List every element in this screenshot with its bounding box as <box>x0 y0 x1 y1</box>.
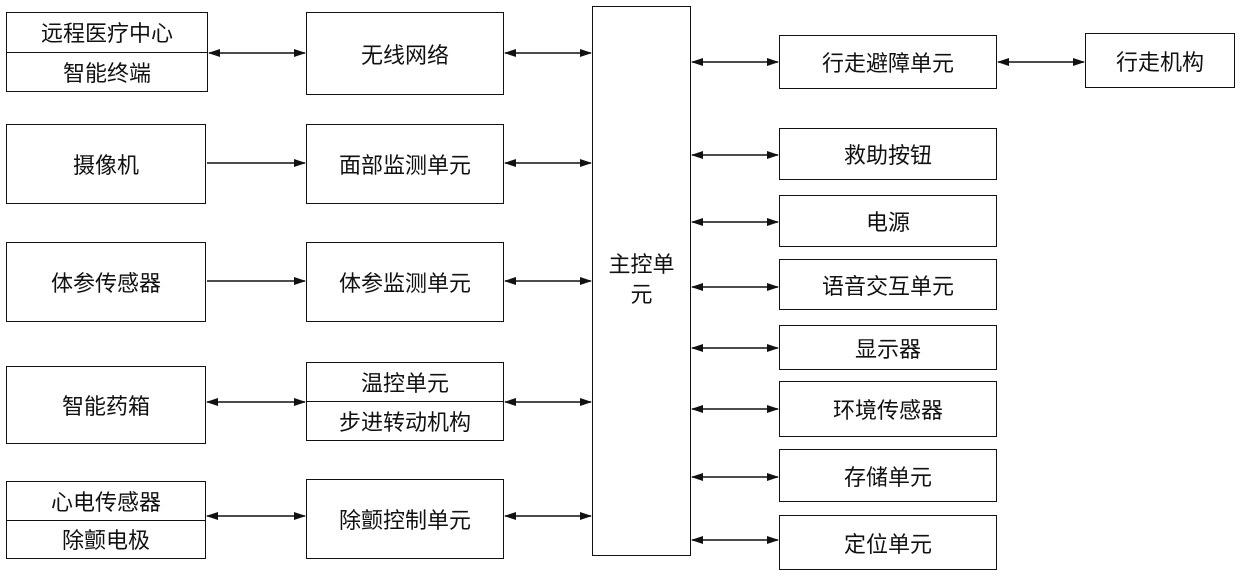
medicine-box-label: 智能药箱 <box>62 389 150 421</box>
main-control-line1: 主控单 <box>608 251 674 281</box>
face-monitor-box: 面部监测单元 <box>306 124 504 204</box>
env-sensor-label: 环境传感器 <box>833 393 943 425</box>
env-sensor-box: 环境传感器 <box>779 381 997 437</box>
temp-control-label: 温控单元 <box>307 363 503 401</box>
defib-control-label: 除颤控制单元 <box>339 503 471 535</box>
smart-terminal-label: 智能终端 <box>7 52 207 92</box>
walk-avoid-label: 行走避障单元 <box>822 46 954 78</box>
display-box: 显示器 <box>779 325 997 370</box>
temp-stepper-box: 温控单元 步进转动机构 <box>306 362 504 441</box>
main-control-label: 主控单 元 <box>608 251 674 311</box>
ecg-defib-box: 心电传感器 除颤电极 <box>6 481 206 559</box>
walk-avoid-box: 行走避障单元 <box>779 35 997 89</box>
help-button-box: 救助按钮 <box>779 128 997 180</box>
camera-box: 摄像机 <box>6 124 206 204</box>
defib-electrode-label: 除颤电极 <box>7 520 205 559</box>
walk-mech-box: 行走机构 <box>1085 33 1235 88</box>
ecg-sensor-label: 心电传感器 <box>7 482 205 520</box>
body-sensor-box: 体参传感器 <box>6 242 206 322</box>
camera-label: 摄像机 <box>73 148 139 180</box>
wireless-label: 无线网络 <box>361 38 449 70</box>
walk-mech-label: 行走机构 <box>1116 45 1204 77</box>
stepper-label: 步进转动机构 <box>307 401 503 440</box>
remote-center-label: 远程医疗中心 <box>7 13 207 52</box>
storage-label: 存储单元 <box>844 460 932 492</box>
wireless-box: 无线网络 <box>306 12 504 95</box>
defib-control-box: 除颤控制单元 <box>306 479 504 559</box>
help-button-label: 救助按钮 <box>844 138 932 170</box>
body-monitor-box: 体参监测单元 <box>306 242 504 322</box>
face-monitor-label: 面部监测单元 <box>339 148 471 180</box>
storage-box: 存储单元 <box>779 449 997 502</box>
main-control-line2: 元 <box>608 281 674 311</box>
power-label: 电源 <box>866 205 910 237</box>
voice-box: 语音交互单元 <box>779 259 997 310</box>
voice-label: 语音交互单元 <box>822 269 954 301</box>
positioning-label: 定位单元 <box>844 527 932 559</box>
medicine-box: 智能药箱 <box>6 366 206 444</box>
positioning-box: 定位单元 <box>779 515 997 570</box>
body-sensor-label: 体参传感器 <box>51 266 161 298</box>
power-box: 电源 <box>779 195 997 247</box>
main-control-box: 主控单 元 <box>592 6 691 556</box>
body-monitor-label: 体参监测单元 <box>339 266 471 298</box>
display-label: 显示器 <box>855 332 921 364</box>
remote-terminal-box: 远程医疗中心 智能终端 <box>6 12 208 92</box>
